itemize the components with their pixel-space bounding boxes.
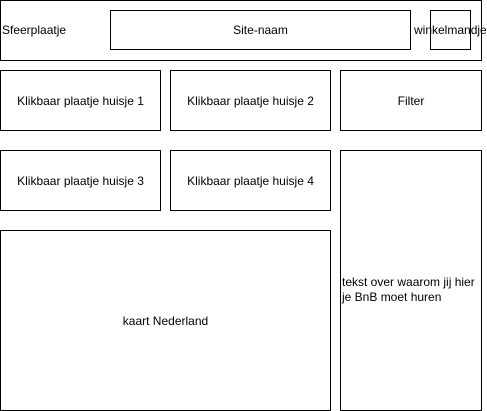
map-label: kaart Nederland	[122, 313, 209, 328]
house-tile-4[interactable]: Klikbaar plaatje huisje 4	[170, 150, 331, 211]
shopping-cart-button[interactable]	[430, 10, 471, 50]
why-book-text: tekst over waarom jij hier je BnB moet h…	[342, 275, 475, 304]
netherlands-map[interactable]: kaart Nederland	[0, 230, 331, 411]
house-tile-1[interactable]: Klikbaar plaatje huisje 1	[0, 70, 161, 131]
house-tile-label: Klikbaar plaatje huisje 1	[17, 93, 144, 108]
site-name-label: Site-naam	[233, 23, 288, 37]
shopping-cart-label: winkelmandje	[414, 23, 487, 37]
site-name-banner[interactable]: Site-naam	[110, 10, 411, 50]
filter-label: Filter	[397, 93, 425, 108]
house-tile-label: Klikbaar plaatje huisje 3	[17, 173, 144, 188]
atmosphere-image[interactable]: Sfeerplaatje	[2, 23, 67, 37]
house-tile-label: Klikbaar plaatje huisje 2	[187, 93, 314, 108]
house-tile-2[interactable]: Klikbaar plaatje huisje 2	[170, 70, 331, 131]
house-tile-label: Klikbaar plaatje huisje 4	[187, 173, 314, 188]
filter-panel[interactable]: Filter	[340, 70, 482, 131]
house-tile-3[interactable]: Klikbaar plaatje huisje 3	[0, 150, 161, 211]
why-book-text-panel: tekst over waarom jij hier je BnB moet h…	[340, 150, 482, 411]
